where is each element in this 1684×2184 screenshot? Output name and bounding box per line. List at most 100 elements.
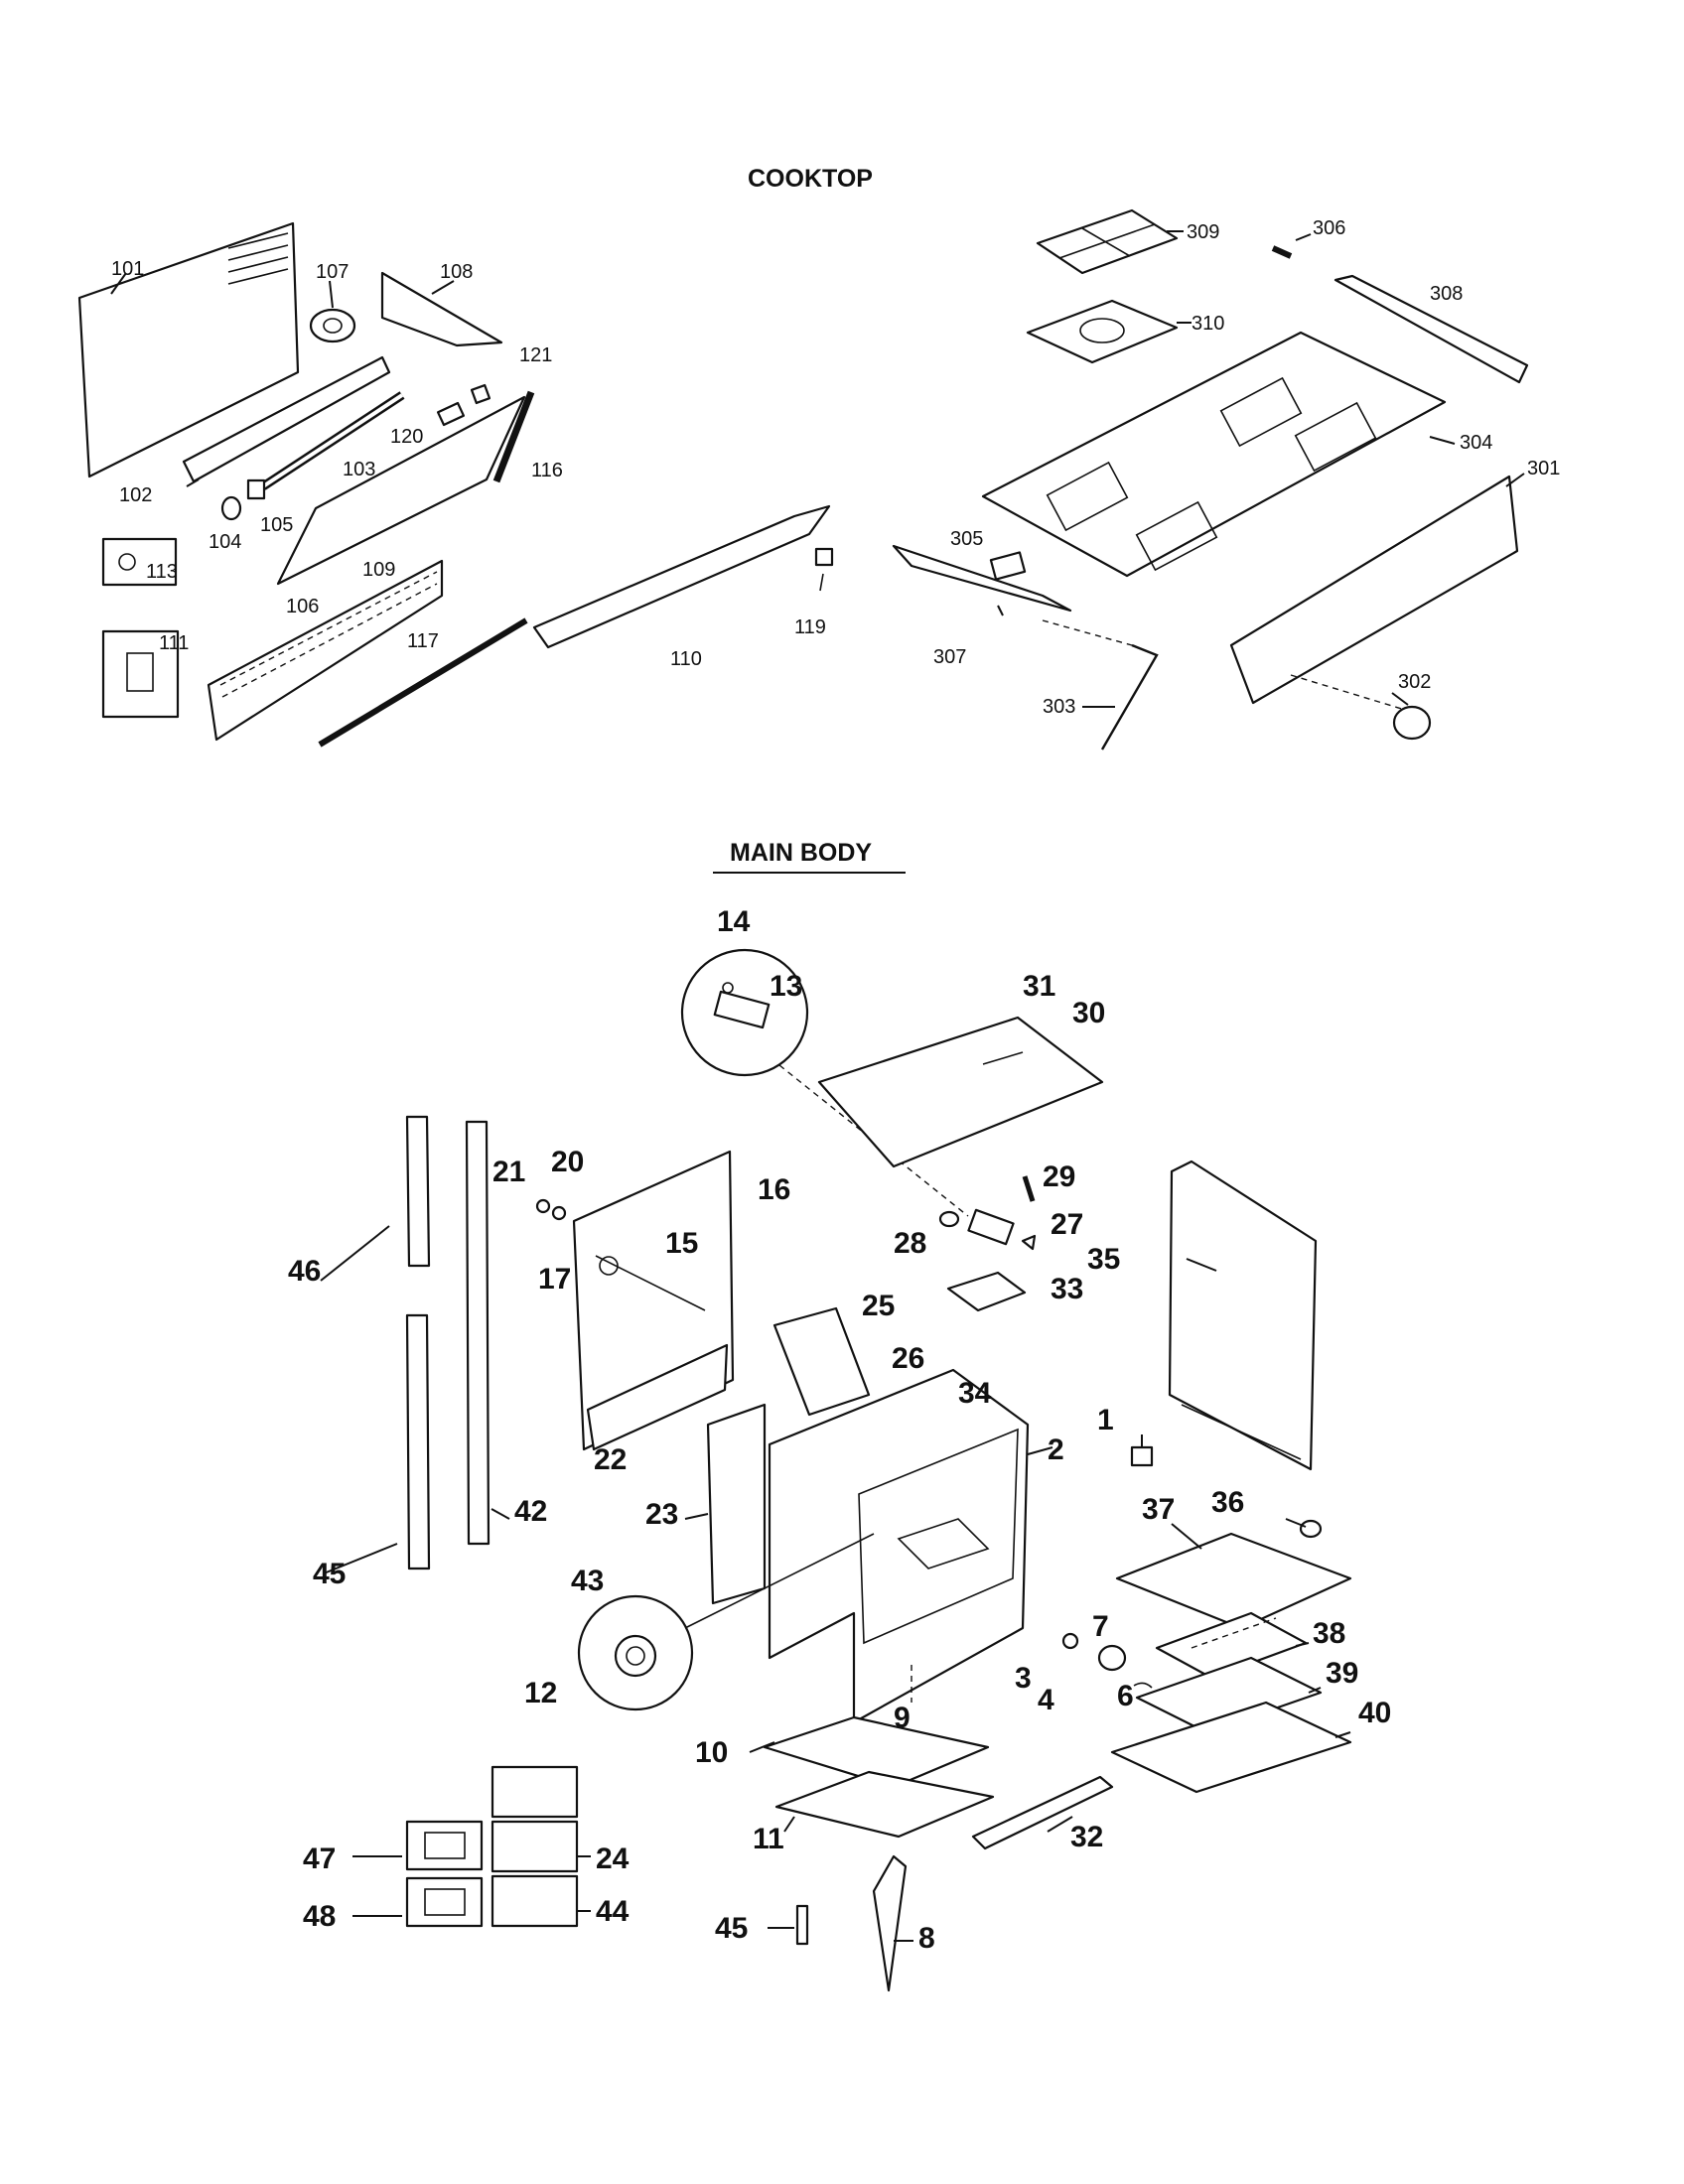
callout-109: 109 bbox=[362, 559, 395, 581]
callout-29: 29 bbox=[1043, 1160, 1075, 1193]
part-102-trim-channel bbox=[182, 355, 391, 483]
part-6-clip bbox=[1133, 1682, 1153, 1689]
part-45-trim-strip bbox=[405, 1313, 431, 1570]
cooktop-dash-guide bbox=[1042, 619, 1133, 646]
part-120-bushing bbox=[436, 401, 466, 427]
callout-17: 17 bbox=[538, 1263, 571, 1296]
part-103-tube bbox=[260, 391, 405, 490]
part-2-oven-body bbox=[768, 1368, 1030, 1724]
main-body-title: MAIN BODY bbox=[730, 839, 872, 867]
part-25-duct bbox=[772, 1306, 871, 1417]
part-117-rod bbox=[318, 617, 528, 748]
callout-20: 20 bbox=[551, 1146, 584, 1178]
callout-45-latch: 45 bbox=[715, 1912, 748, 1945]
part-48-inset-box bbox=[405, 1876, 484, 1928]
callout-2: 2 bbox=[1048, 1433, 1064, 1466]
callout-102: 102 bbox=[119, 484, 152, 506]
callout-32: 32 bbox=[1070, 1821, 1103, 1853]
part-10-bottom-panel bbox=[763, 1715, 990, 1789]
part-1-knob bbox=[1130, 1445, 1154, 1467]
part-21-screw bbox=[535, 1198, 551, 1214]
callout-108: 108 bbox=[440, 261, 473, 283]
part-42-trim-strip bbox=[465, 1120, 491, 1546]
callout-12: 12 bbox=[524, 1677, 557, 1709]
callout-107: 107 bbox=[316, 261, 349, 283]
callout-34: 34 bbox=[958, 1377, 992, 1410]
callout-3: 3 bbox=[1015, 1662, 1032, 1695]
callout-48: 48 bbox=[303, 1900, 336, 1933]
part-11-base-panel bbox=[774, 1770, 995, 1839]
part-23-door-panel bbox=[706, 1403, 767, 1605]
callout-7: 7 bbox=[1092, 1610, 1109, 1643]
part-27-clip bbox=[1021, 1234, 1037, 1251]
callout-117: 117 bbox=[407, 630, 439, 652]
part-310-burner-pan bbox=[1026, 299, 1179, 364]
callout-33: 33 bbox=[1051, 1273, 1083, 1305]
cooktop-title: COOKTOP bbox=[748, 165, 873, 193]
callout-104: 104 bbox=[209, 531, 241, 553]
callout-22: 22 bbox=[594, 1443, 627, 1476]
part-305-clip bbox=[989, 551, 1027, 581]
part-4-cap bbox=[1097, 1644, 1127, 1672]
part-29-sensor bbox=[1022, 1175, 1036, 1202]
part-33-plate bbox=[946, 1271, 1027, 1312]
leader-lines bbox=[110, 230, 1525, 1942]
callout-38: 38 bbox=[1313, 1617, 1345, 1650]
callout-307: 307 bbox=[933, 646, 966, 668]
callout-46: 46 bbox=[288, 1255, 321, 1288]
part-104-grommet bbox=[220, 495, 242, 521]
part-110-long-panel bbox=[532, 504, 831, 649]
part-108-bracket bbox=[380, 271, 503, 347]
callout-43: 43 bbox=[571, 1565, 604, 1597]
callout-35: 35 bbox=[1087, 1243, 1120, 1276]
callout-23: 23 bbox=[645, 1498, 678, 1531]
callout-37: 37 bbox=[1142, 1493, 1175, 1526]
callout-15: 15 bbox=[665, 1227, 698, 1260]
callout-119: 119 bbox=[794, 616, 826, 638]
part-302-knob bbox=[1290, 674, 1432, 741]
callout-111: 111 bbox=[159, 632, 189, 654]
callout-42: 42 bbox=[514, 1495, 547, 1528]
part-101-back-panel bbox=[77, 221, 300, 478]
part-8-lever bbox=[872, 1854, 908, 1992]
part-24-inset-box bbox=[491, 1820, 579, 1873]
part-308-rail bbox=[1333, 274, 1529, 384]
part-119-igniter bbox=[814, 547, 834, 592]
part-34-baffle bbox=[897, 1518, 990, 1570]
callout-21: 21 bbox=[492, 1156, 525, 1188]
callout-309: 309 bbox=[1187, 221, 1219, 243]
part-309-grate bbox=[1036, 208, 1179, 275]
part-107-blower bbox=[309, 308, 356, 343]
part-45-latch bbox=[795, 1904, 809, 1946]
part-303-wire bbox=[1100, 643, 1159, 751]
callout-1: 1 bbox=[1097, 1404, 1114, 1436]
part-301-front-frame bbox=[1229, 475, 1519, 705]
callout-9: 9 bbox=[894, 1702, 911, 1734]
callout-6: 6 bbox=[1117, 1680, 1134, 1712]
callout-4: 4 bbox=[1038, 1684, 1054, 1716]
callout-14: 14 bbox=[717, 905, 751, 938]
callout-31: 31 bbox=[1023, 970, 1055, 1003]
callout-310: 310 bbox=[1192, 313, 1224, 335]
callout-8: 8 bbox=[918, 1922, 935, 1955]
part-109-glass-panel bbox=[276, 395, 526, 586]
callout-36: 36 bbox=[1211, 1486, 1244, 1519]
part-36-foot bbox=[1299, 1519, 1323, 1539]
callout-303: 303 bbox=[1043, 696, 1075, 718]
callout-24: 24 bbox=[596, 1843, 630, 1875]
callout-308: 308 bbox=[1430, 283, 1463, 305]
cooktop-callouts: 101 107 108 121 120 116 102 103 104 105 … bbox=[111, 217, 1560, 718]
callout-116: 116 bbox=[531, 460, 563, 481]
callout-302: 302 bbox=[1398, 671, 1431, 693]
callout-105: 105 bbox=[260, 514, 293, 536]
callout-26: 26 bbox=[892, 1342, 924, 1375]
part-106-vent-panel bbox=[207, 559, 444, 742]
callout-47: 47 bbox=[303, 1843, 336, 1875]
part-105-clip bbox=[246, 478, 266, 500]
part-37-rack bbox=[1115, 1532, 1352, 1630]
main-body-callouts: 14 13 31 30 16 21 20 17 15 29 28 27 33 3… bbox=[288, 905, 1391, 1955]
part-111-inset-box bbox=[101, 629, 180, 719]
callout-44: 44 bbox=[596, 1895, 630, 1928]
callout-103: 103 bbox=[343, 459, 375, 480]
